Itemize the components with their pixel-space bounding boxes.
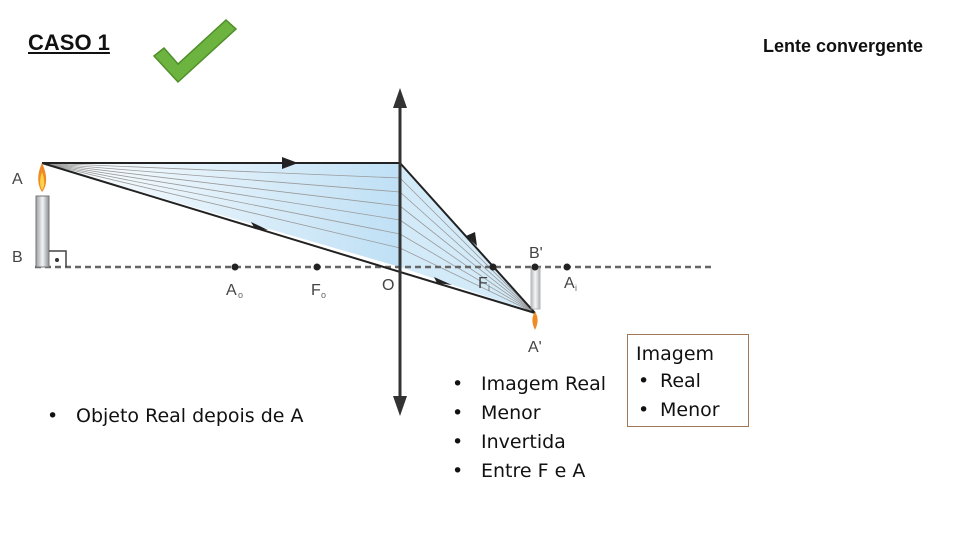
list-item: Menor (448, 399, 606, 428)
faint-rays (41, 162, 536, 314)
label-Fo-sub: o (321, 290, 326, 300)
lens-arrow-top (393, 88, 407, 108)
object-candle-icon (35, 163, 50, 268)
label-Ap: A' (528, 339, 542, 356)
label-Bp: B' (529, 245, 543, 262)
box-list: Real Menor (636, 367, 740, 425)
lens-arrow-bottom (393, 396, 407, 416)
list-item: Invertida (448, 428, 606, 457)
label-Ai: A (564, 275, 575, 292)
ray-arrows (251, 157, 477, 285)
label-Fi-sub: i (488, 283, 490, 293)
label-Fi: F (478, 275, 488, 292)
image-properties-list: Imagem Real Menor Invertida Entre F e A (448, 370, 606, 486)
list-item: Objeto Real depois de A (43, 402, 304, 431)
slide-title: CASO 1 (28, 30, 110, 55)
check-mark-icon (152, 18, 238, 84)
label-Fo: F (311, 282, 321, 299)
image-summary-box: Imagem Real Menor (627, 334, 749, 427)
image-candle-icon (530, 266, 541, 330)
label-Ai-sub: i (575, 283, 577, 293)
label-Ao: A (226, 282, 237, 299)
label-O: O (382, 277, 394, 294)
label-A: A (12, 171, 23, 188)
right-angle-marker (49, 250, 67, 267)
label-Ao-sub: o (238, 290, 243, 300)
list-item: Imagem Real (448, 370, 606, 399)
axis-points (231, 263, 571, 271)
slide-subtitle: Lente convergente (762, 36, 923, 56)
list-item: Real (636, 367, 740, 396)
list-item: Menor (636, 396, 740, 425)
beam-region-left (42, 163, 400, 267)
list-item: Entre F e A (448, 457, 606, 486)
label-B: B (12, 249, 23, 266)
object-list: Objeto Real depois de A (43, 402, 304, 431)
box-heading: Imagem (636, 343, 715, 365)
